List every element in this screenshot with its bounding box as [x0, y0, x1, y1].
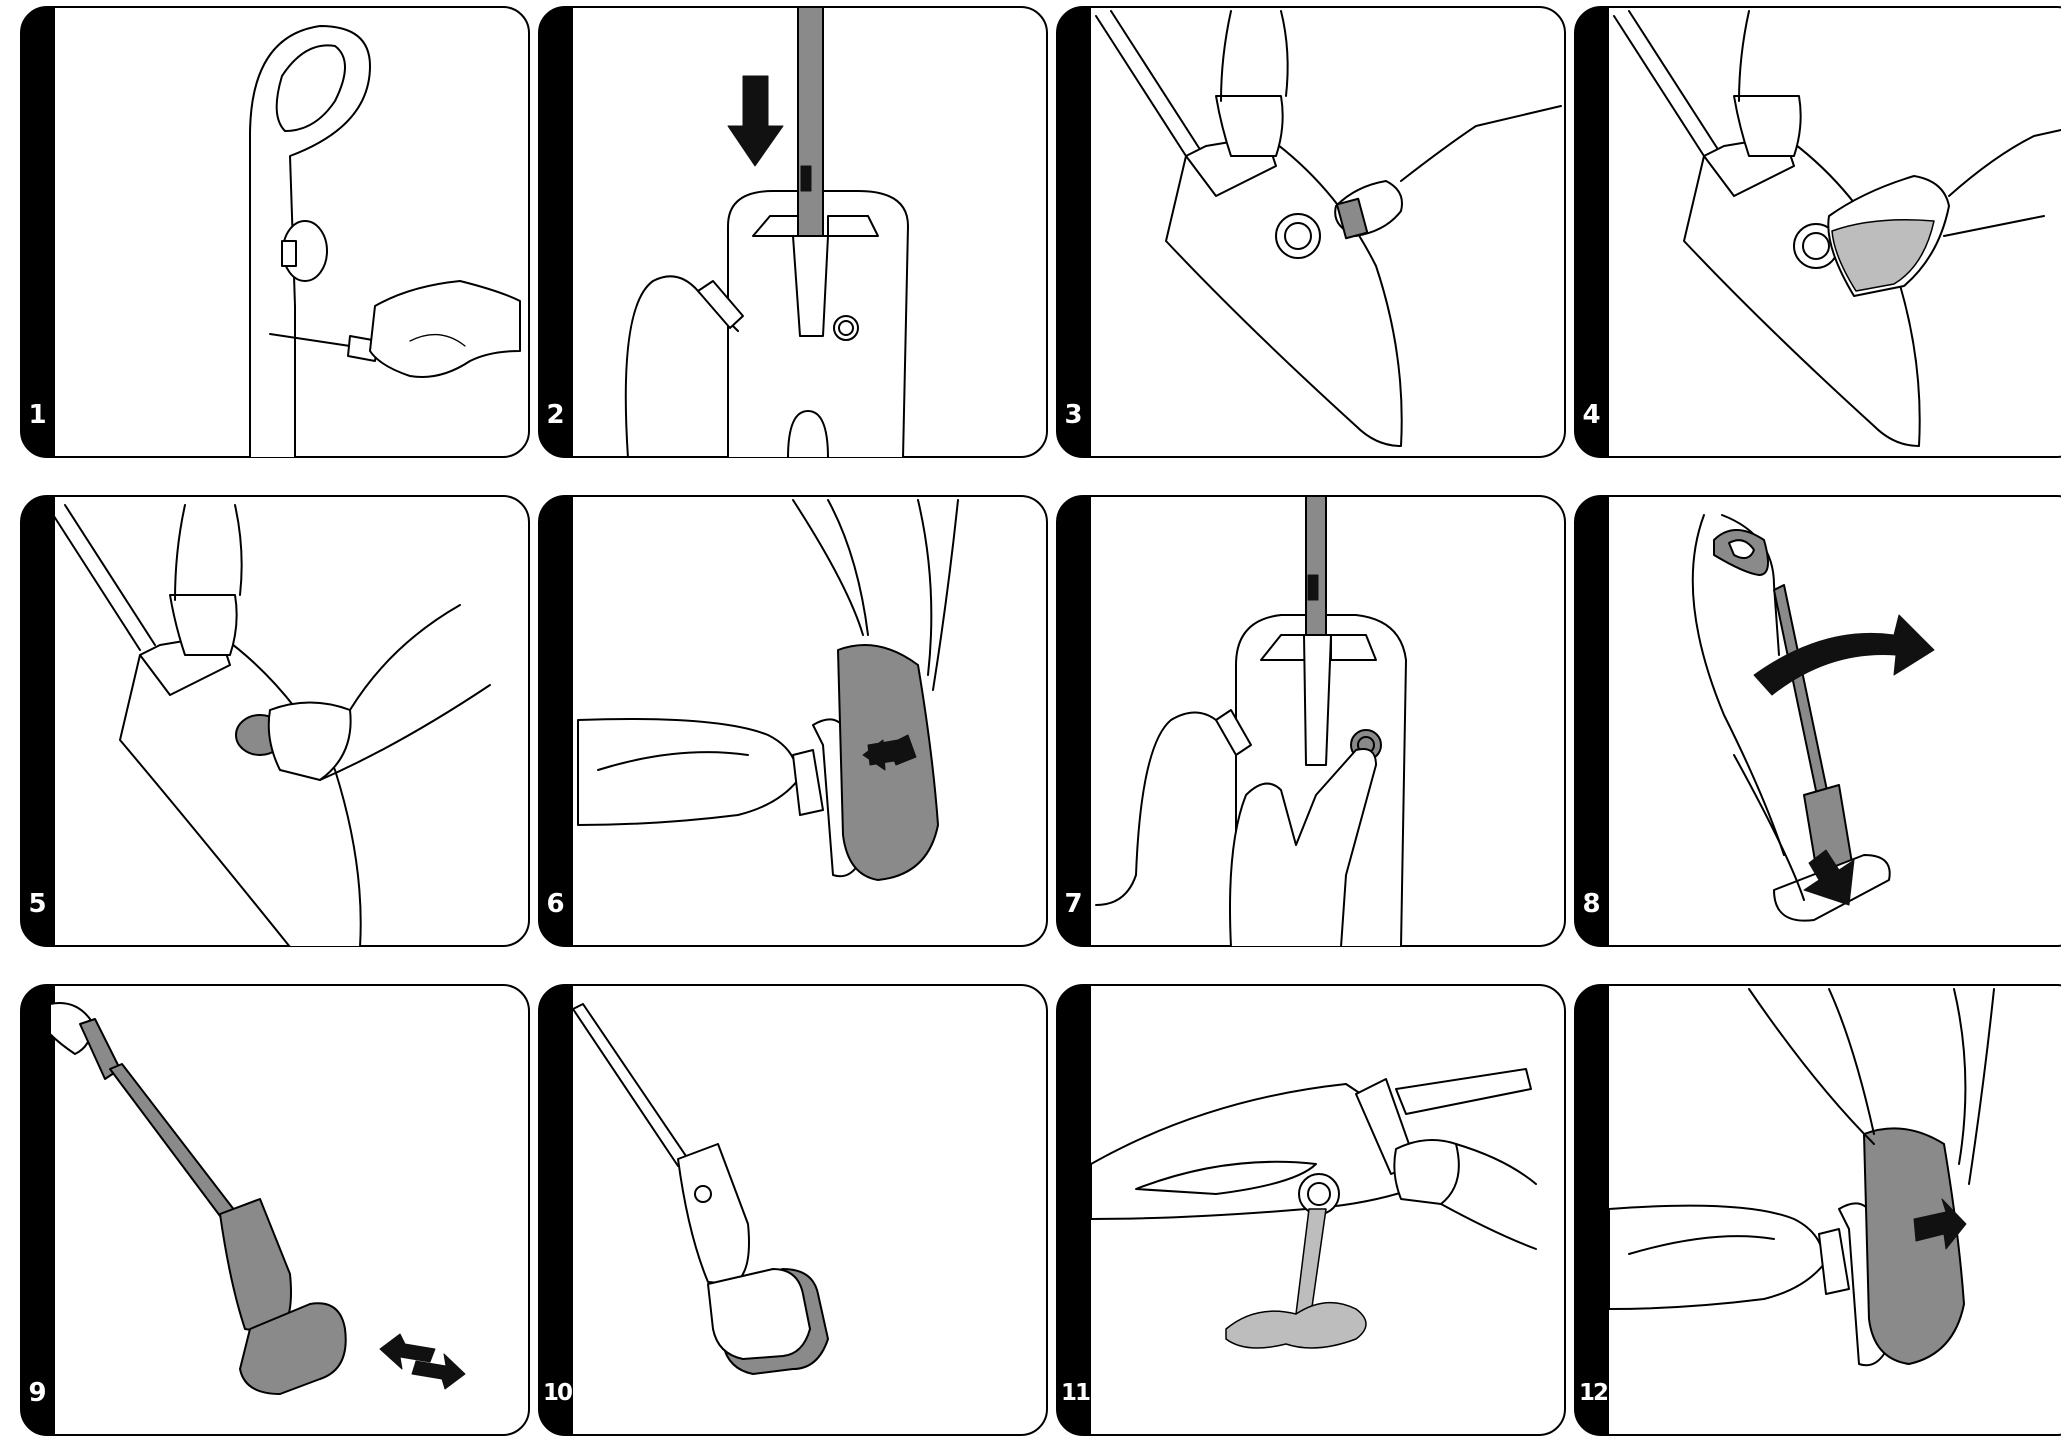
hand-icon	[1394, 1140, 1459, 1204]
step-5-illustration	[20, 495, 530, 947]
step-number: 1	[26, 400, 48, 430]
step-panel-12: 12	[1574, 984, 2061, 1436]
step-number: 9	[26, 1378, 48, 1408]
step-number: 3	[1062, 400, 1084, 430]
step-panel-1: 1	[20, 6, 530, 458]
step-panel-3: 3	[1056, 6, 1566, 458]
step-panel-2: 2	[538, 6, 1048, 458]
step-number: 4	[1580, 400, 1602, 430]
step-9-illustration	[20, 984, 530, 1436]
step-panel-10: 10	[538, 984, 1048, 1436]
step-panel-6: 6	[538, 495, 1048, 947]
step-3-illustration	[1056, 6, 1566, 458]
step-panel-9: 9	[20, 984, 530, 1436]
step-number: 6	[544, 889, 566, 919]
step-number: 10	[543, 1378, 565, 1408]
handle-pole-icon	[798, 7, 823, 236]
step-panel-4: 4	[1574, 6, 2061, 458]
step-panel-5: 5	[20, 495, 530, 947]
step-number: 5	[26, 889, 48, 919]
step-10-illustration	[538, 984, 1048, 1436]
step-11-illustration	[1056, 984, 1566, 1436]
step-number: 11	[1061, 1378, 1083, 1408]
step-1-illustration	[20, 6, 530, 458]
step-panel-8: 8	[1574, 495, 2061, 947]
step-6-illustration	[538, 495, 1048, 947]
step-8-illustration	[1574, 495, 2061, 947]
step-number: 8	[1580, 889, 1602, 919]
step-2-illustration	[538, 6, 1048, 458]
step-7-illustration	[1056, 495, 1566, 947]
step-number: 7	[1062, 889, 1084, 919]
handle-pole-icon	[1306, 496, 1326, 636]
step-number: 12	[1579, 1378, 1601, 1408]
step-panel-11: 11	[1056, 984, 1566, 1436]
step-number: 2	[544, 400, 566, 430]
step-12-illustration	[1574, 984, 2061, 1436]
step-4-illustration	[1574, 6, 2061, 458]
step-panel-7: 7	[1056, 495, 1566, 947]
